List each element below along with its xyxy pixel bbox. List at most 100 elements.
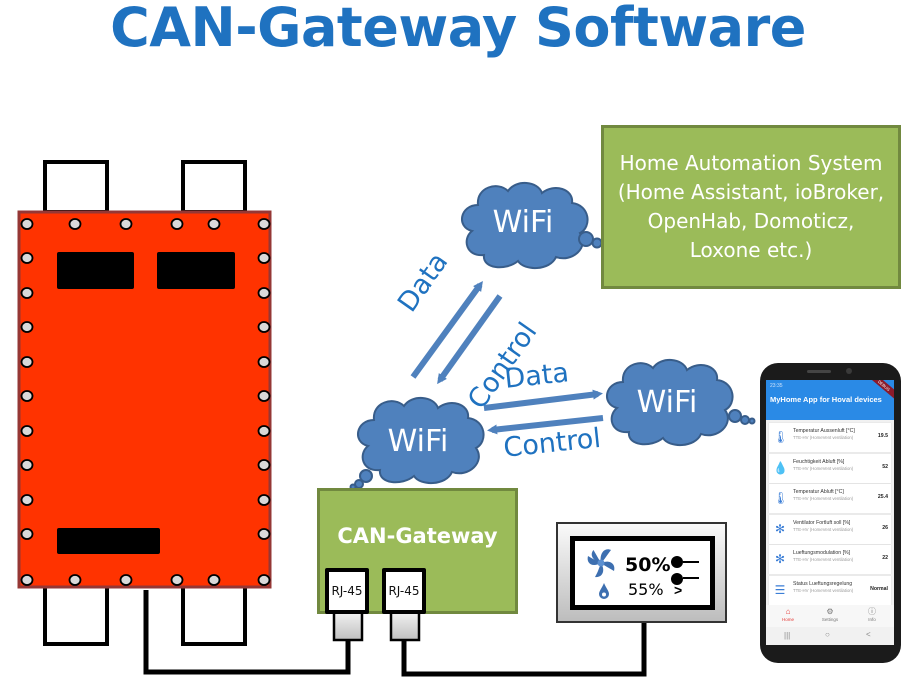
ha-line: (Home Assistant, ioBroker, — [617, 180, 885, 204]
screw — [20, 321, 34, 333]
sensor-list-item[interactable]: 💧 Feuchtigkeit Abluft [%]TTE-HV (HomeVent… — [769, 453, 891, 483]
screw — [257, 425, 271, 437]
sensor-title: Feuchtigkeit Abluft [%] — [793, 458, 845, 465]
sensor-subtitle: TTE-HV (HomeVent ventilation) — [793, 465, 854, 471]
rj45-plug — [389, 610, 421, 642]
fan-icon — [587, 549, 615, 578]
ha-line: Loxone etc.) — [689, 238, 813, 262]
nav-info[interactable]: ⓘ Info — [852, 607, 892, 622]
sensor-subtitle: TTE-HV (HomeVent ventilation) — [793, 435, 854, 440]
sensor-list-item[interactable]: 🌡 Temperatur Aussenluft [°C]TTE-HV (HomeV… — [769, 423, 891, 452]
screw — [207, 218, 221, 230]
arrow-data-to-ha — [410, 280, 483, 379]
board-chip — [57, 252, 134, 289]
screw — [257, 390, 271, 402]
screw — [20, 574, 34, 586]
back-button[interactable]: < — [866, 630, 871, 639]
list-icon: ☰ — [774, 582, 786, 597]
thermometer-icon: 🌡 — [773, 491, 789, 505]
sensor-value: 26 — [882, 524, 888, 531]
screw — [257, 218, 271, 230]
sensor-value: 22 — [882, 555, 888, 561]
ha-line: Home Automation System — [619, 151, 883, 175]
display-buttons-icon — [671, 556, 699, 585]
rj45-plug — [332, 610, 364, 642]
screw — [20, 494, 34, 506]
sensor-list-item[interactable]: ✻Lueftungsmodulation [%]TTE-HV (HomeVent… — [769, 545, 891, 574]
wifi-label-phone: WiFi — [636, 385, 698, 420]
home-system-button[interactable]: ○ — [825, 630, 830, 639]
cable-gateway-to-display — [401, 622, 647, 677]
wifi-cloud-top — [461, 182, 609, 269]
sensor-subtitle: TTE-HV (HomeVent ventilation) — [793, 587, 854, 593]
app-title: MyHome App for Hoval devices — [770, 395, 882, 404]
screw — [20, 528, 34, 540]
board-connector-bottom-right — [181, 584, 247, 646]
phone-screen: 23:35 MyHome App for Hoval devices DEBUG… — [766, 380, 894, 645]
board-connector-bottom-left — [43, 584, 109, 646]
nav-settings-label: Settings — [821, 617, 839, 622]
nav-info-label: Info — [868, 617, 876, 622]
sensor-value: Normal — [870, 585, 888, 592]
screw — [20, 390, 34, 402]
sensor-subtitle: TTE-HV (HomeVent ventilation) — [793, 496, 854, 501]
screw — [119, 218, 133, 230]
sensor-title: Temperatur Aussenluft [°C] — [793, 428, 855, 434]
display-next-button[interactable]: > — [674, 582, 683, 598]
wifi-label-top: WiFi — [492, 205, 554, 240]
fan-icon: ✻ — [774, 552, 786, 566]
board-connector-top-right — [181, 160, 247, 214]
screw — [257, 459, 271, 471]
rj45-port-1: RJ-45 — [325, 568, 369, 614]
sensor-list-item[interactable]: ✻Ventilator Fortluft soll [%]TTE-HV (Hom… — [769, 514, 891, 544]
cable-board-to-gateway — [143, 590, 351, 675]
screw — [20, 425, 34, 437]
sensor-subtitle: TTE-HV (HomeVent ventilation) — [793, 526, 854, 532]
screw — [257, 321, 271, 333]
board-screws — [20, 218, 271, 586]
screw — [257, 252, 271, 264]
screw — [257, 574, 271, 586]
screw — [170, 218, 184, 230]
sensor-title: Lueftungsmodulation [%] — [793, 550, 851, 556]
screw — [20, 218, 34, 230]
board-chip — [57, 528, 160, 554]
phone-camera — [846, 368, 852, 374]
thermometer-icon: 🌡 — [773, 430, 789, 444]
sensor-title: Status Lueftungsregelung — [793, 580, 853, 587]
sensor-title: Ventilator Fortluft soll [%] — [793, 519, 851, 526]
screw — [68, 218, 82, 230]
ha-line: OpenHab, Domoticz, — [647, 209, 855, 233]
app-bar: 23:35 MyHome App for Hoval devices DEBUG — [766, 380, 894, 420]
board-chip — [157, 252, 235, 289]
sensor-list-item[interactable]: 🌡Temperatur Abluft [°C]TTE-HV (HomeVent … — [769, 484, 891, 513]
humidity-icon: 💧 — [773, 460, 788, 475]
arrow-control-from-ha — [437, 294, 503, 385]
home-automation-box: Home Automation System (Home Assistant, … — [601, 125, 901, 289]
screw — [119, 574, 133, 586]
humidity-percent: 55% — [628, 580, 664, 599]
settings-icon: ⚙ — [826, 607, 834, 616]
home-icon: ⌂ — [785, 607, 791, 616]
nav-home[interactable]: ⌂ Home — [768, 607, 808, 622]
phone-speaker — [807, 370, 831, 373]
status-bar: 23:35 — [770, 383, 783, 389]
screw — [207, 574, 221, 586]
wifi-cloud-phone — [606, 359, 756, 446]
screw — [20, 252, 34, 264]
screw — [257, 287, 271, 299]
screw — [20, 459, 34, 471]
water-drop-icon — [599, 583, 609, 599]
screw — [257, 494, 271, 506]
nav-settings[interactable]: ⚙ Settings — [810, 607, 850, 622]
fan-percent: 50% — [625, 554, 671, 576]
sensor-value: 25.4 — [877, 494, 888, 500]
recents-button[interactable]: ||| — [784, 631, 791, 640]
arrow-data-to-phone — [483, 389, 603, 411]
screw — [20, 356, 34, 368]
nav-home-label: Home — [781, 617, 794, 622]
screw — [170, 574, 184, 586]
sensor-value: 19.5 — [877, 433, 888, 439]
